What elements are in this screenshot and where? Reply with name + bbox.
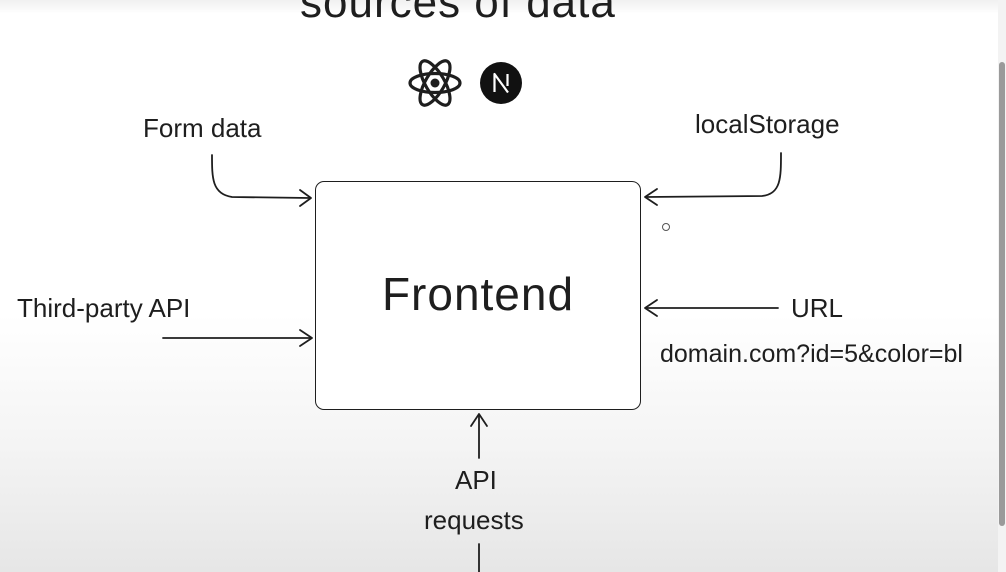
api-requests-arrow [470, 413, 488, 572]
third-party-api-arrow [162, 329, 313, 347]
label-local-storage: localStorage [695, 109, 840, 139]
diagram-heading: sources of data [300, 0, 616, 27]
label-third-party-api: Third-party API [17, 293, 191, 323]
label-url: URL [791, 293, 844, 323]
nextjs-logo-icon [480, 62, 522, 104]
local-storage-arrow [644, 152, 782, 206]
scrollbar-thumb[interactable] [999, 62, 1005, 526]
top-shade [0, 0, 1006, 14]
form-data-arrow [211, 154, 312, 207]
label-form-data: Form data [143, 113, 262, 143]
cursor-indicator [662, 223, 670, 231]
label-api: API [455, 465, 497, 495]
frontend-box [315, 181, 641, 410]
label-url-example: domain.com?id=5&color=bl [660, 340, 963, 368]
url-arrow [644, 299, 779, 317]
label-requests: requests [424, 505, 524, 535]
frontend-label: Frontend [381, 268, 575, 320]
react-logo-icon [408, 59, 462, 107]
